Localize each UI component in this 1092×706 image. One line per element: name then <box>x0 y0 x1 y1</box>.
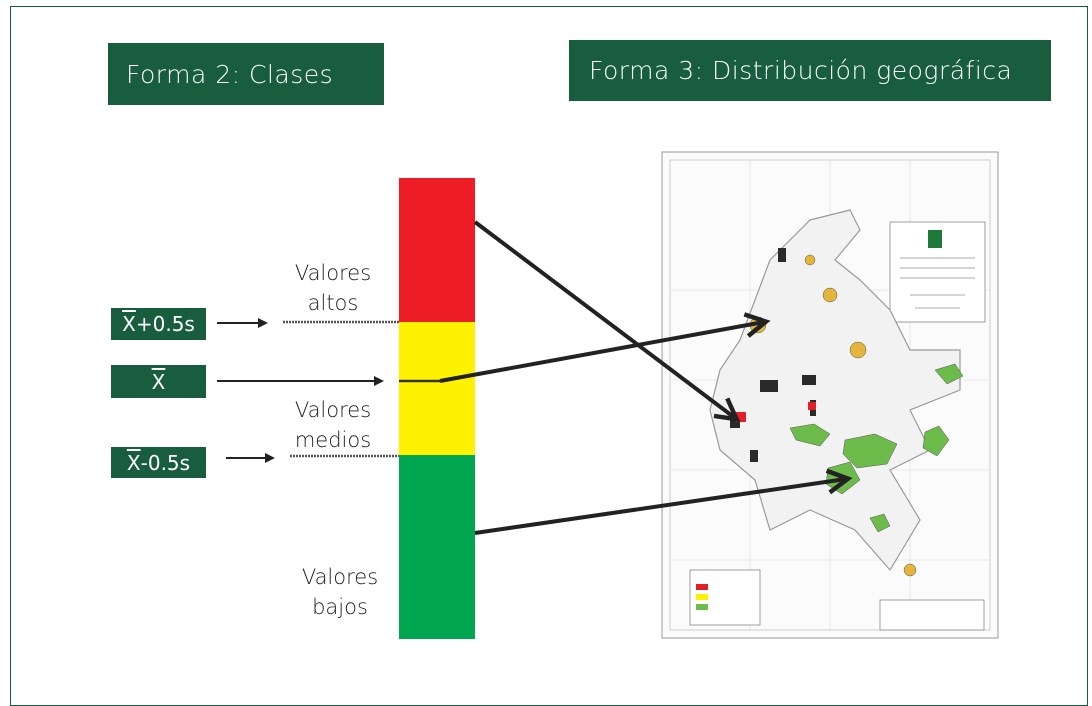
label-medium-line2: medios <box>294 428 372 452</box>
label-low: Valores bajos <box>295 562 385 622</box>
threshold-mean-box: X <box>111 365 206 398</box>
arrow-low-to-map <box>474 468 853 535</box>
arrow-high-to-map <box>473 220 741 423</box>
title-distribucion-geografica: Forma 3: Distribución geográfica <box>569 40 1051 101</box>
title-clases: Forma 2: Clases <box>108 43 384 105</box>
arrow-medium-to-map <box>439 312 771 383</box>
threshold-low-suffix: -0.5s <box>140 450 191 475</box>
label-medium-line1: Valores <box>294 398 372 422</box>
threshold-low-box: X-0.5s <box>111 447 206 478</box>
map-svg <box>661 151 999 639</box>
label-medium: Valores medios <box>288 395 378 455</box>
label-low-line1: Valores <box>301 565 379 589</box>
label-low-line2: bajos <box>312 595 368 619</box>
label-high-line1: Valores <box>294 261 372 285</box>
mean-symbol: X <box>151 369 166 394</box>
label-high-line2: altos <box>307 291 359 315</box>
threshold-high-suffix: +0.5s <box>135 312 195 336</box>
label-high: Valores altos <box>288 258 378 318</box>
threshold-high-box: X+0.5s <box>111 308 206 340</box>
class-bar-high <box>399 178 475 322</box>
map-colombia <box>660 150 1020 650</box>
title-geo-text: Forma 3: Distribución geográfica <box>589 56 1013 85</box>
mean-symbol: X <box>126 450 141 475</box>
class-bar-low <box>399 455 475 639</box>
class-bar-medium <box>399 322 475 455</box>
mean-symbol: X <box>122 312 136 336</box>
title-clases-text: Forma 2: Clases <box>126 59 334 89</box>
